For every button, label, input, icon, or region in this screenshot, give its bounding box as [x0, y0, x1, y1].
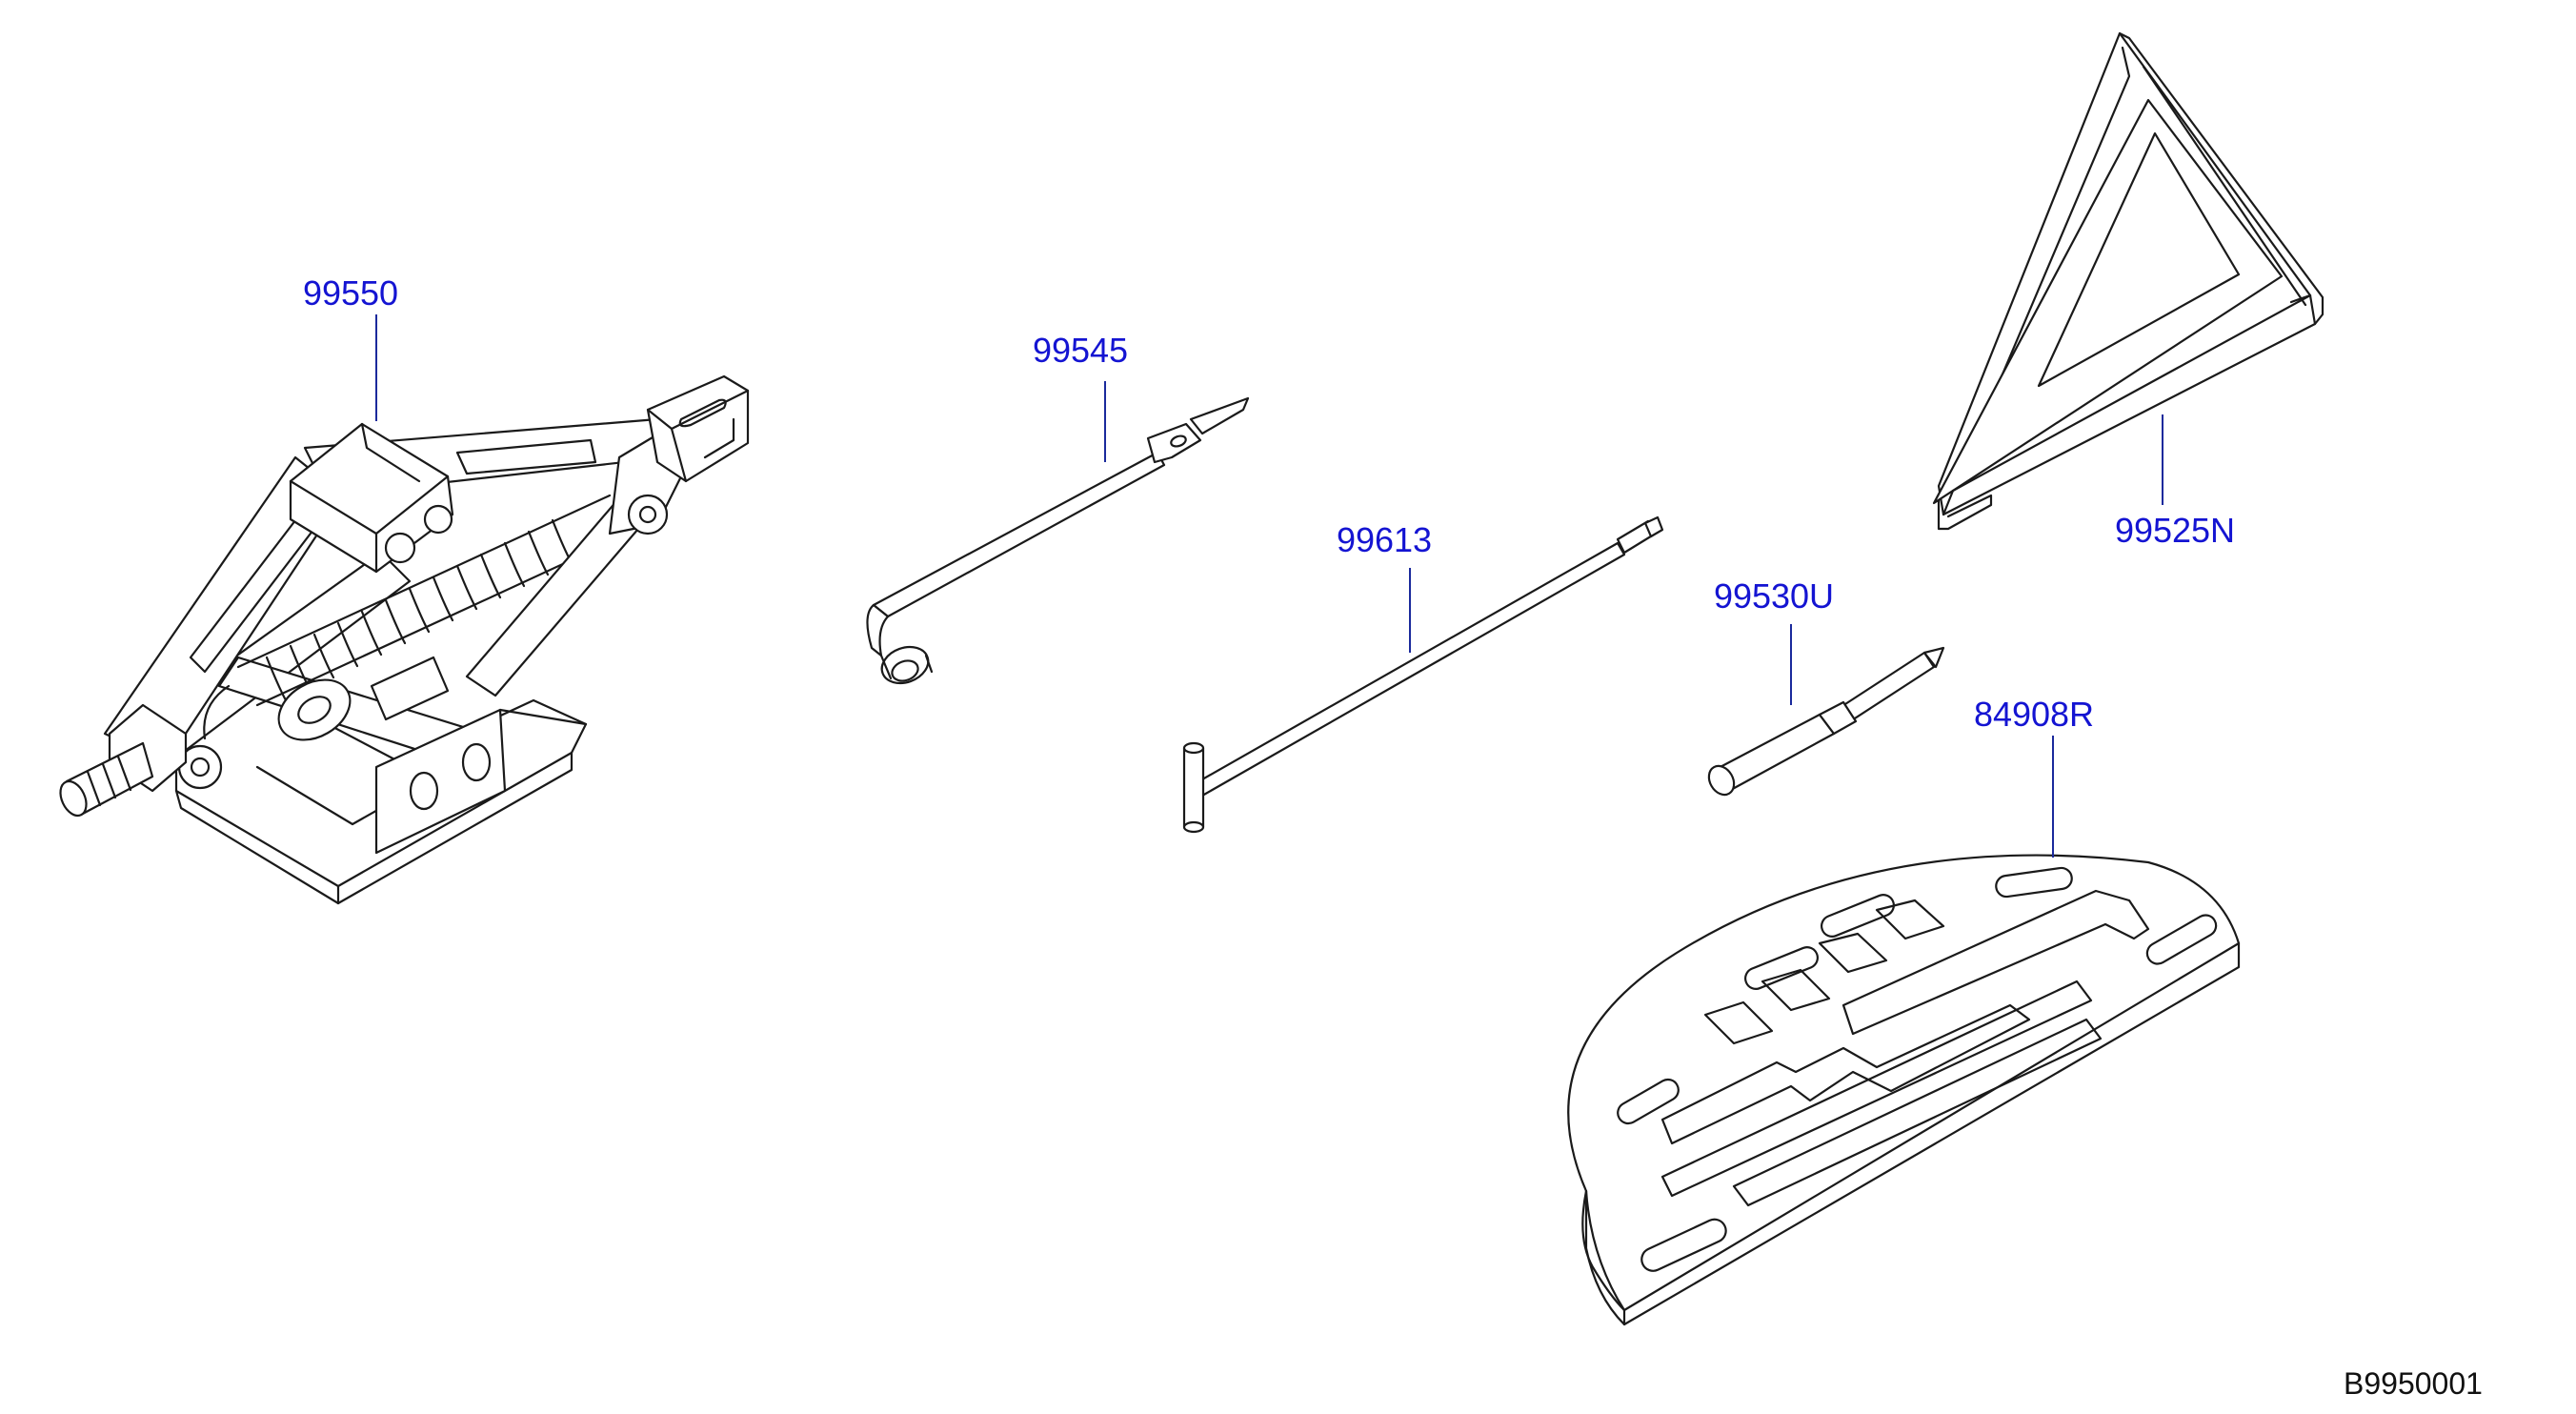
handle-rod-drawing: [1182, 515, 1664, 834]
adapter-pin-drawing: [1707, 646, 1945, 797]
scissor-jack-drawing: [59, 374, 750, 905]
tool-tray-drawing: [1567, 854, 2241, 1326]
callout-99525n[interactable]: 99525N: [2114, 511, 2236, 550]
leader-lines: [375, 314, 2163, 858]
callout-99530u[interactable]: 99530U: [1713, 576, 1835, 616]
callout-99550[interactable]: 99550: [302, 273, 399, 313]
callout-99613[interactable]: 99613: [1336, 520, 1433, 559]
callout-84908r[interactable]: 84908R: [1973, 695, 2095, 734]
wheel-wrench-drawing: [866, 396, 1250, 685]
jack-drive-stud: [59, 741, 154, 818]
warning-triangle-drawing: [1932, 31, 2324, 531]
callout-99545[interactable]: 99545: [1032, 331, 1129, 370]
jack-yoke: [646, 374, 750, 483]
jack-saddle: [289, 422, 454, 574]
drawing-code: B9950001: [2344, 1366, 2483, 1401]
